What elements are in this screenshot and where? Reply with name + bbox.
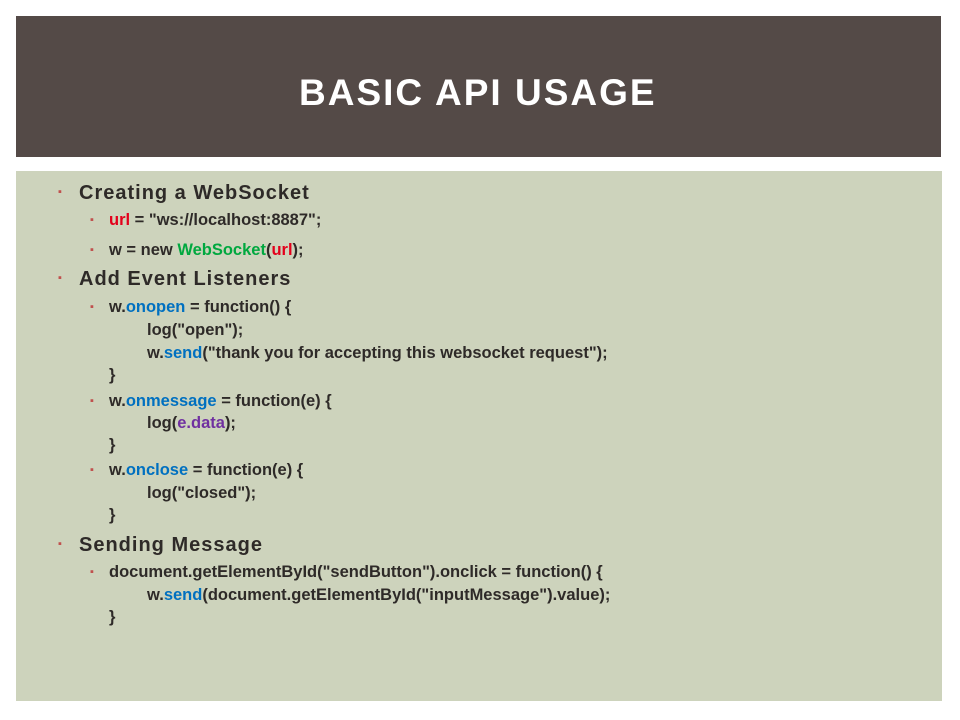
code-token: w.	[147, 586, 164, 604]
code-line-onclose: w.onclose = function(e) {	[109, 461, 303, 480]
code-token: ("thank you for accepting this websocket…	[202, 344, 608, 362]
code-token: w.	[147, 344, 164, 362]
code-token: e.data	[177, 414, 225, 432]
code-token: onclose	[125, 461, 189, 479]
code-token: url	[271, 241, 293, 259]
content-panel	[16, 171, 942, 701]
section-heading-sending-message: Sending Message	[79, 534, 263, 556]
code-token: document.getElementById("sendButton").on…	[109, 563, 603, 581]
code-line-onopen: w.onopen = function() {	[109, 298, 291, 317]
code-line-onclick: document.getElementById("sendButton").on…	[109, 563, 603, 582]
code-token: onopen	[125, 298, 186, 316]
code-token: onmessage	[125, 392, 217, 410]
bullet-icon: ▪	[58, 538, 62, 550]
code-line-send-thanks: w.send("thank you for accepting this web…	[147, 344, 608, 363]
code-token: = function() {	[185, 298, 292, 316]
code-line-close-brace: }	[109, 366, 116, 384]
code-line-log-closed: log("closed");	[147, 484, 256, 503]
code-token: w.	[109, 298, 126, 316]
code-token: send	[163, 586, 203, 604]
code-token: WebSocket	[177, 241, 266, 259]
code-token: url	[109, 211, 131, 229]
code-token: (	[265, 241, 272, 259]
code-line-close-brace: }	[109, 506, 116, 524]
code-line-url: url = "ws://localhost:8887";	[109, 211, 321, 230]
code-line-close-brace: }	[109, 436, 116, 454]
code-line-onmessage: w.onmessage = function(e) {	[109, 392, 332, 411]
slide-title: BASIC API USAGE	[299, 72, 657, 113]
code-line-log-data: log(e.data);	[147, 414, 236, 433]
code-token: w.	[109, 392, 126, 410]
bullet-icon: ▪	[90, 244, 94, 256]
bullet-icon: ▪	[58, 186, 62, 198]
code-token: (document.getElementById("inputMessage")…	[202, 586, 611, 604]
code-token: = function(e) {	[188, 461, 304, 479]
code-line-send-input: w.send(document.getElementById("inputMes…	[147, 586, 610, 605]
code-token: w = new	[109, 241, 178, 259]
bullet-icon: ▪	[90, 464, 94, 476]
code-token: );	[292, 241, 304, 259]
code-token: log("closed");	[147, 484, 257, 502]
bullet-icon: ▪	[90, 395, 94, 407]
code-token: send	[163, 344, 203, 362]
code-token: w.	[109, 461, 126, 479]
code-token: = function(e) {	[216, 392, 332, 410]
code-token: );	[224, 414, 236, 432]
code-token: log("open");	[147, 321, 244, 339]
code-line-new-websocket: w = new WebSocket(url);	[109, 241, 304, 260]
title-banner	[16, 16, 941, 157]
bullet-icon: ▪	[90, 301, 94, 313]
bullet-icon: ▪	[58, 272, 62, 284]
code-token: = "ws://localhost:8887";	[130, 211, 322, 229]
bullet-icon: ▪	[90, 566, 94, 578]
bullet-icon: ▪	[90, 214, 94, 226]
code-line-log-open: log("open");	[147, 321, 243, 340]
section-heading-event-listeners: Add Event Listeners	[79, 268, 292, 290]
section-heading-creating: Creating a WebSocket	[79, 182, 310, 204]
code-token: log(	[147, 414, 178, 432]
code-line-close-brace: }	[109, 608, 116, 626]
